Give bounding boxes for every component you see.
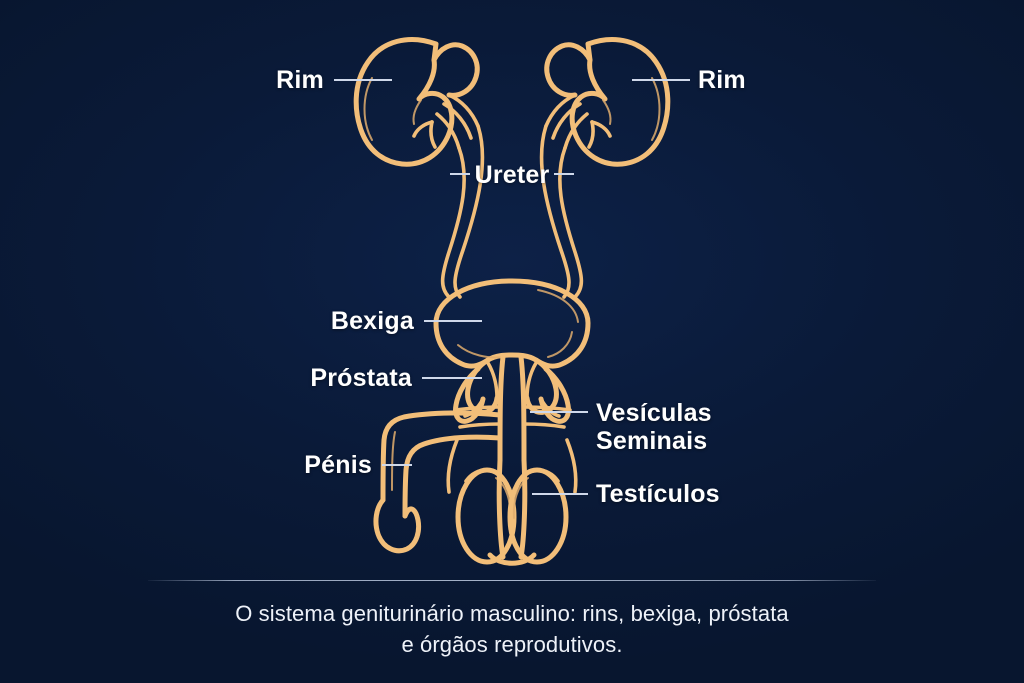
vas-deferens-graphic [453, 405, 572, 429]
testicle-right-graphic [507, 438, 578, 565]
label-bladder: Bexiga [330, 307, 414, 335]
label-prostate: Próstata [310, 364, 412, 392]
label-seminal-vesicles: Vesículas Seminais [596, 399, 712, 455]
caption-divider [148, 580, 876, 581]
penis-graphic [373, 410, 503, 554]
label-kidney-left: Rim [276, 66, 324, 94]
ureter-left-graphic [440, 124, 485, 299]
label-testicles: Testículos [596, 480, 720, 508]
diagram-caption: O sistema geniturinário masculino: rins,… [235, 601, 789, 658]
label-ureter: Ureter [474, 161, 550, 189]
bladder-graphic [433, 278, 591, 369]
kidney-left-graphic [353, 37, 480, 167]
scrotum-graphic [487, 457, 537, 566]
ureter-right-graphic [539, 124, 584, 299]
label-kidney-right: Rim [698, 66, 746, 94]
label-penis: Pénis [304, 451, 372, 479]
kidney-right-graphic [544, 37, 671, 167]
testicle-left-graphic [446, 438, 517, 565]
